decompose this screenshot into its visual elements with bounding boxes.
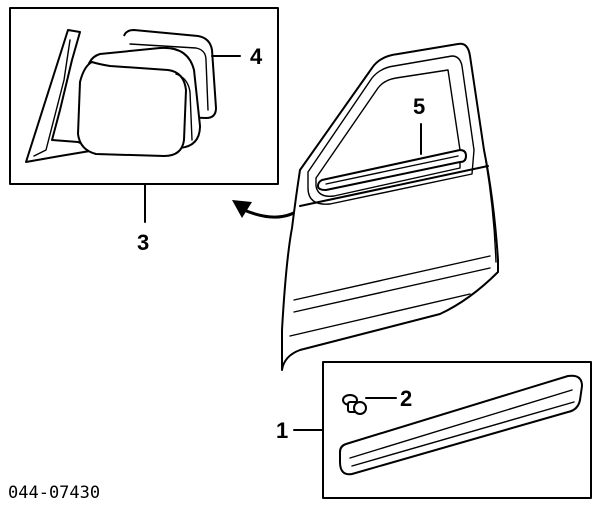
side-moulding-part-1 [339, 374, 583, 476]
mirror-detail-box: 4 [9, 7, 279, 185]
mirror-housing [77, 46, 201, 157]
part-label-4: 4 [250, 44, 263, 69]
part-label-5: 5 [413, 94, 425, 119]
diagram-id: 044-07430 [8, 483, 100, 503]
part-label-2: 2 [400, 386, 412, 411]
door-panel [281, 42, 499, 371]
part-label-1: 1 [276, 418, 288, 443]
part-label-3: 3 [137, 230, 149, 255]
mirror-base-bracket [25, 29, 97, 163]
moulding-detail-box: 2 [322, 361, 592, 499]
weatherstrip-part-5 [317, 149, 467, 191]
clip-part-2 [342, 394, 367, 415]
